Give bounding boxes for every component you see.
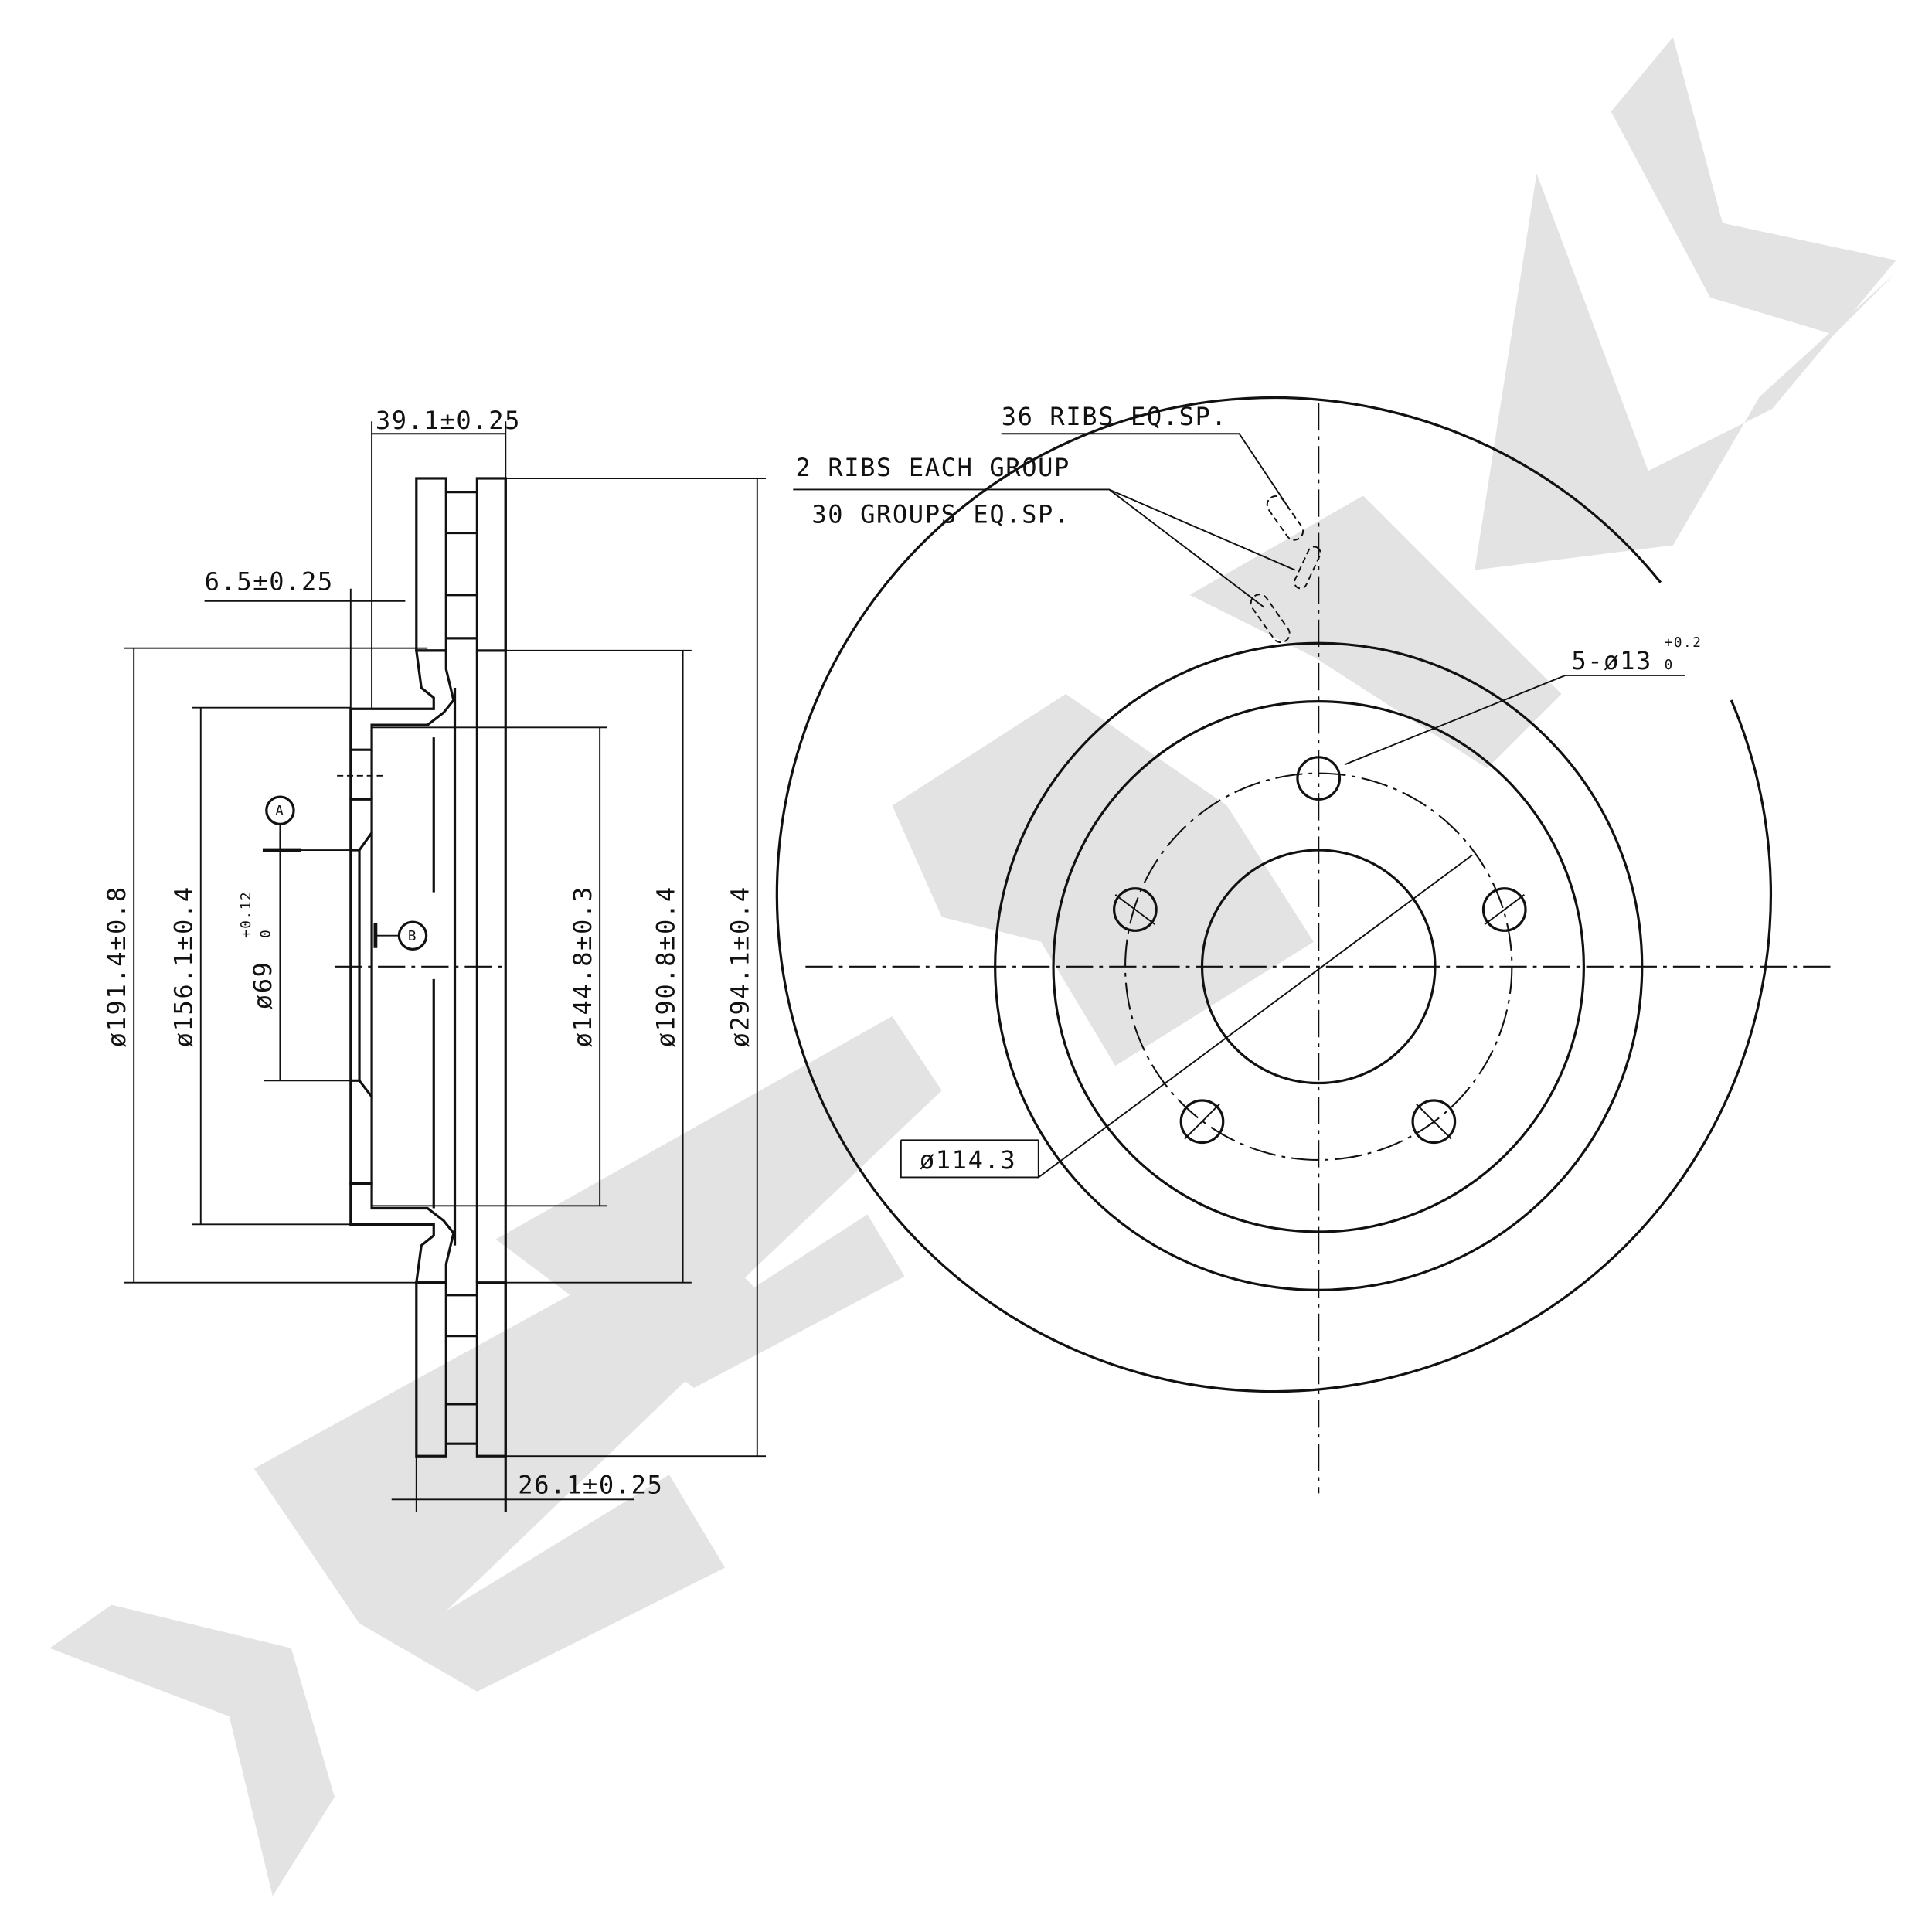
datum-b-label: B: [408, 929, 417, 944]
dia-294-dim: ø294.1±0.4: [726, 886, 755, 1047]
outer-plate-top: [475, 477, 507, 652]
bolt-tol-upper: +0.2: [1665, 635, 1702, 651]
watermark-logo: [49, 37, 1896, 1896]
dia-144-dim: ø144.8±0.3: [568, 886, 597, 1047]
bolt-holes: [1113, 756, 1527, 1145]
dia-191-dim: ø191.4±0.8: [102, 886, 131, 1047]
hat-thickness-dim: 6.5±0.25: [205, 566, 334, 596]
bolt-hole: [1179, 1099, 1225, 1145]
bolt-tol-lower: 0: [1665, 658, 1674, 673]
dia-190-dim: ø190.8±0.4: [651, 886, 680, 1047]
pcd-label: ø114.3: [920, 1145, 1016, 1175]
inner-plate-top: [415, 477, 447, 652]
bolt-hole: [1296, 756, 1342, 801]
bolt-hole: [1113, 887, 1158, 932]
ribs-group-note: 2 RIBS EACH GROUP: [796, 453, 1070, 482]
dia-156-dim: ø156.1±0.4: [169, 886, 199, 1047]
section-view: A B 39.1±0.25 6.5±0.25 26.1±0.25 ø191.4±…: [102, 406, 767, 1512]
front-view: 36 RIBS EQ.SP. 2 RIBS EACH GROUP 30 GROU…: [775, 396, 1835, 1494]
bolt-hole: [1411, 1099, 1457, 1145]
hat-top: [349, 649, 455, 751]
outer-edge: [775, 396, 1773, 1393]
datum-a-marker: [265, 795, 295, 825]
datum-a-label: A: [275, 804, 284, 819]
dia-69-tol-upper: +0.12: [239, 891, 254, 938]
dia-69-tol-lower: 0: [259, 929, 274, 938]
bolt-hole: [1481, 887, 1527, 932]
disc-thickness-dim: 26.1±0.25: [518, 1470, 663, 1499]
groups-note: 30 GROUPS EQ.SP.: [811, 500, 1070, 529]
hat-bottom: [349, 1182, 455, 1284]
dia-69-dim: ø69: [248, 961, 277, 1009]
ribs-note: 36 RIBS EQ.SP.: [1002, 402, 1228, 431]
bolt-holes-note: 5-ø13: [1571, 646, 1652, 675]
datum-b-marker: [397, 920, 428, 951]
ribs: [1250, 495, 1321, 644]
overall-height-dim: 39.1±0.25: [376, 406, 521, 435]
